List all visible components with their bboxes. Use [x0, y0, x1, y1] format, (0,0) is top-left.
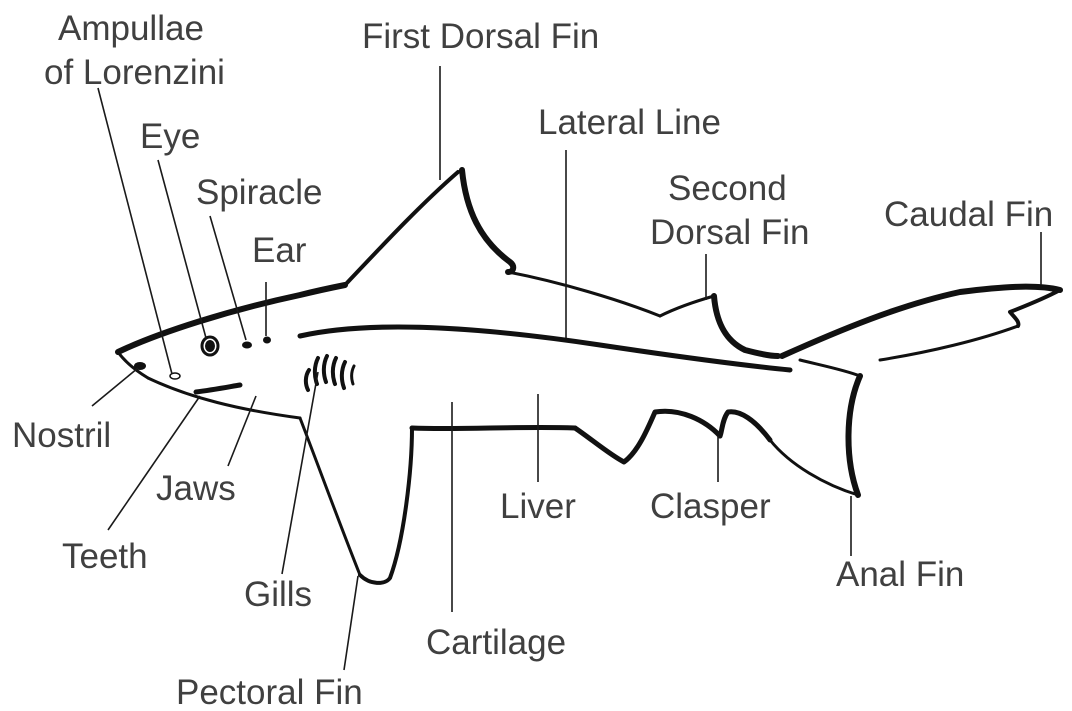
- label-cartilage: Cartilage: [426, 623, 566, 662]
- teeth-leader: [108, 396, 200, 530]
- label-lateral-line: Lateral Line: [538, 103, 721, 142]
- nostril-leader: [92, 368, 138, 406]
- label-jaws: Jaws: [156, 469, 236, 508]
- label-first-dorsal-fin: First Dorsal Fin: [362, 17, 599, 56]
- label-second-dorsal-line2: Dorsal Fin: [650, 213, 809, 252]
- pectoral-fin-leader: [344, 576, 358, 670]
- label-nostril: Nostril: [12, 416, 111, 455]
- label-pectoral-fin: Pectoral Fin: [176, 673, 363, 711]
- shark-belly-outline: [412, 427, 575, 428]
- label-eye: Eye: [140, 117, 200, 156]
- label-clasper: Clasper: [650, 487, 771, 526]
- spiracle-mark: [242, 342, 252, 349]
- label-ampullae-line2: of Lorenzini: [44, 53, 225, 92]
- label-caudal-fin: Caudal Fin: [884, 195, 1053, 234]
- label-liver: Liver: [500, 487, 576, 526]
- label-teeth: Teeth: [62, 537, 148, 576]
- label-spiracle: Spiracle: [196, 173, 322, 212]
- label-gills: Gills: [244, 575, 312, 614]
- label-ampullae-line1: Ampullae: [58, 9, 204, 48]
- eye-pupil: [205, 340, 215, 352]
- label-anal-fin: Anal Fin: [836, 555, 964, 594]
- label-second-dorsal-line1: Second: [668, 169, 787, 208]
- ear-mark: [263, 337, 271, 344]
- label-ear: Ear: [252, 231, 307, 270]
